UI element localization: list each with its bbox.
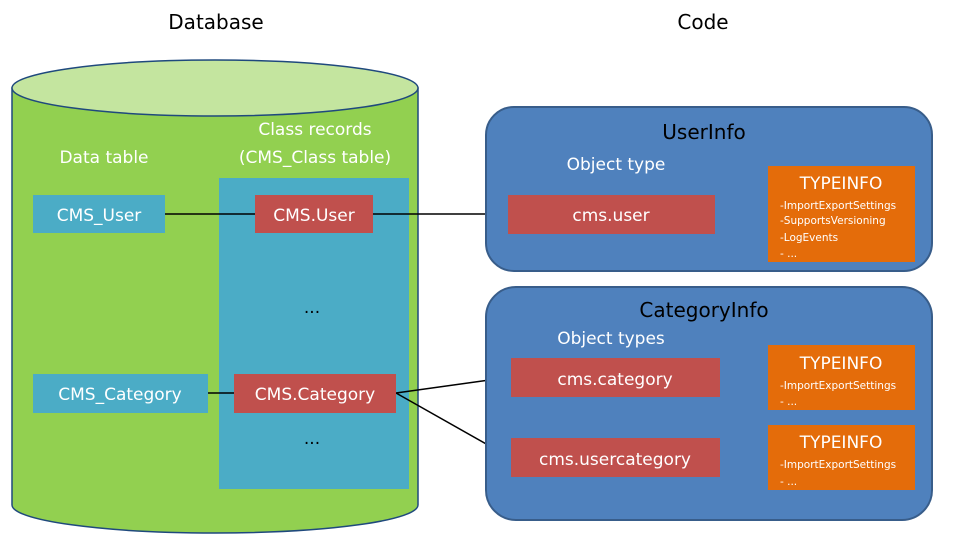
class-ellipsis-1: ... bbox=[304, 298, 320, 318]
typeinfo-item: -ImportExportSettings bbox=[780, 380, 896, 392]
class-records-sublabel: (CMS_Class table) bbox=[239, 148, 391, 168]
object-type-box-cms-category bbox=[511, 358, 720, 397]
typeinfo-item: - ... bbox=[780, 476, 797, 488]
typeinfo-item: -SupportsVersioning bbox=[780, 215, 886, 227]
heading-database: Database bbox=[168, 10, 263, 34]
object-type-box-cms-usercategory bbox=[511, 438, 720, 477]
typeinfo-item: - ... bbox=[780, 248, 797, 260]
class-label-cms-user: CMS.User bbox=[273, 206, 354, 226]
userinfo-subtitle: Object type bbox=[567, 155, 666, 175]
table-box-cms-user bbox=[33, 195, 165, 233]
categoryinfo-subtitle: Object types bbox=[557, 329, 665, 349]
table-box-cms-category bbox=[33, 374, 208, 413]
table-label-cms-category: CMS_Category bbox=[58, 385, 181, 405]
typeinfo-usercategory: TYPEINFO -ImportExportSettings - ... bbox=[768, 425, 915, 490]
data-table-label: Data table bbox=[59, 148, 148, 168]
typeinfo-item: -ImportExportSettings bbox=[780, 459, 896, 471]
class-box-cms-category bbox=[234, 374, 396, 413]
object-type-label-cms-user: cms.user bbox=[572, 206, 649, 226]
typeinfo-box bbox=[768, 345, 915, 410]
class-label-cms-category: CMS.Category bbox=[255, 385, 375, 405]
typeinfo-box bbox=[768, 425, 915, 490]
cylinder-top bbox=[11, 59, 419, 117]
categoryinfo-title: CategoryInfo bbox=[639, 298, 768, 322]
typeinfo-item: -ImportExportSettings bbox=[780, 200, 896, 212]
heading-code: Code bbox=[677, 10, 728, 34]
object-type-label-cms-usercategory: cms.usercategory bbox=[539, 450, 691, 470]
typeinfo-title: TYPEINFO bbox=[799, 433, 883, 453]
table-label-cms-user: CMS_User bbox=[57, 206, 142, 226]
object-type-label-cms-category: cms.category bbox=[557, 370, 672, 390]
userinfo-title: UserInfo bbox=[662, 120, 745, 144]
typeinfo-category: TYPEINFO -ImportExportSettings - ... bbox=[768, 345, 915, 410]
typeinfo-title: TYPEINFO bbox=[799, 354, 883, 374]
object-type-box-cms-user bbox=[508, 195, 715, 234]
class-records-label: Class records bbox=[258, 120, 371, 140]
typeinfo-box bbox=[768, 166, 915, 262]
typeinfo-item: - ... bbox=[780, 396, 797, 408]
typeinfo-title: TYPEINFO bbox=[799, 174, 883, 194]
typeinfo-item: -LogEvents bbox=[780, 232, 838, 244]
class-box-cms-user bbox=[255, 195, 373, 233]
typeinfo-userinfo: TYPEINFO -ImportExportSettings -Supports… bbox=[768, 166, 915, 262]
class-ellipsis-2: ... bbox=[304, 429, 320, 449]
